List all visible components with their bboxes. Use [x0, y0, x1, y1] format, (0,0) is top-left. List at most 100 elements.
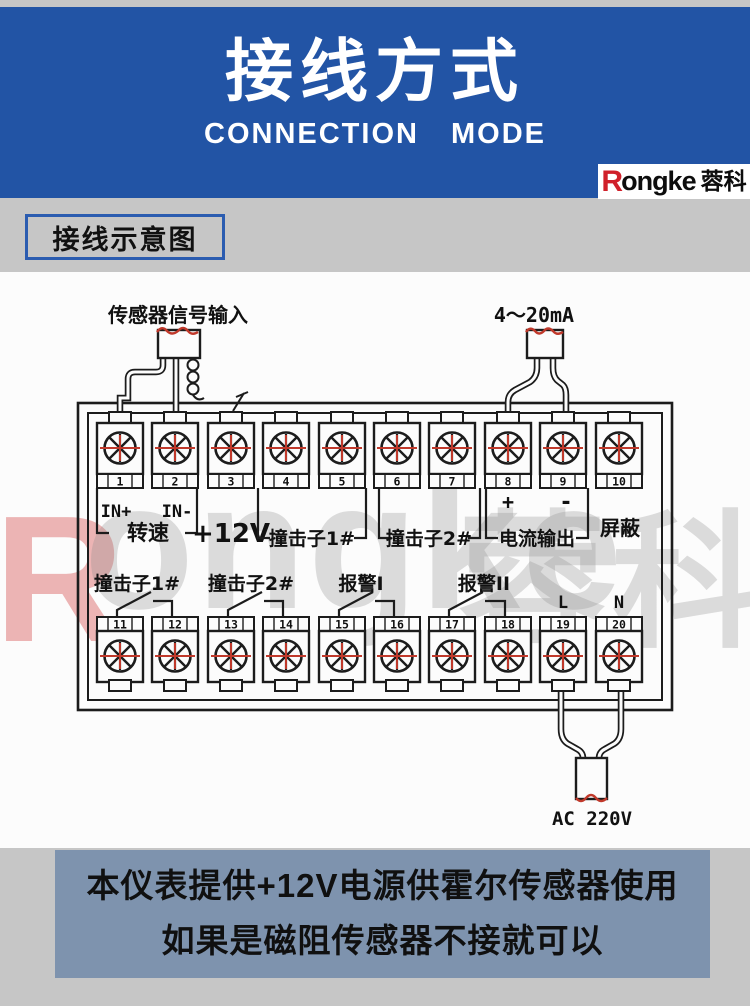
terminal-number: 12	[168, 618, 182, 632]
label-striker2-row1: 撞击子2#	[386, 527, 472, 550]
label-striker1-row1: 撞击子1#	[269, 527, 355, 550]
terminal-tab	[496, 679, 520, 692]
footer-note-line2: 如果是磁阻传感器不接就可以	[161, 922, 604, 960]
terminal-tab	[330, 411, 354, 424]
terminal-number: 14	[279, 618, 293, 632]
diagram-shape	[506, 358, 539, 413]
relay-contact-icon	[447, 591, 484, 616]
shield-twist-icon	[186, 382, 200, 396]
terminal-tab	[385, 679, 409, 692]
footer-note: 本仪表提供+12V电源供霍尔传感器使用 如果是磁阻传感器不接就可以	[55, 850, 710, 978]
terminal-number: 5	[339, 475, 346, 489]
label-current-plus: +	[502, 490, 514, 514]
label-striker2-row2: 撞击子2#	[208, 572, 294, 595]
instrument-inner-border	[87, 412, 663, 701]
relay-contact-icon	[153, 599, 174, 616]
terminal-number: 1	[117, 475, 124, 489]
terminal-number: 7	[449, 475, 456, 489]
diagram-shape	[551, 358, 568, 413]
terminal-tab	[108, 679, 132, 692]
terminal-number: 19	[556, 618, 570, 632]
page-subtitle: CONNECTION MODE	[204, 118, 546, 151]
shield-twist-tail	[192, 394, 205, 401]
label-neutral: N	[614, 593, 624, 613]
group-bracket	[185, 488, 199, 535]
terminal-number: 16	[390, 618, 404, 632]
label-4-20ma: 4～20mA	[494, 303, 574, 327]
terminal-number: 15	[335, 618, 349, 632]
label-shield: 屏蔽	[600, 516, 641, 540]
terminal-number: 10	[612, 475, 626, 489]
label-alarm1: 报警I	[338, 572, 383, 595]
terminal-number: 18	[501, 618, 515, 632]
group-bracket	[354, 488, 368, 540]
sensor-connector-red-edge	[156, 326, 199, 335]
brand-logo: R ongke 蓉科	[598, 164, 750, 199]
brand-logo-chinese: 蓉科	[700, 168, 747, 194]
terminal-tab	[385, 411, 409, 424]
footer-note-line1: 本仪表提供+12V电源供霍尔传感器使用	[86, 867, 679, 905]
label-alarm2: 报警II	[458, 572, 510, 595]
label-current-output: 电流输出	[499, 527, 575, 550]
terminal-tab	[219, 411, 243, 424]
terminal-number: 8	[505, 475, 512, 489]
terminal-number: 4	[283, 475, 290, 489]
label-sensor-input: 传感器信号输入	[107, 303, 248, 327]
terminal-tab	[440, 679, 464, 692]
brand-logo-name: ongke	[621, 166, 697, 196]
relay-contact-icon	[226, 591, 263, 616]
group-bracket	[256, 488, 270, 540]
terminal-tab	[496, 411, 520, 424]
shield-twist-icon	[186, 358, 200, 372]
header-banner: 接线方式 CONNECTION MODE	[0, 7, 750, 198]
terminal-number: 13	[224, 618, 238, 632]
terminal-tab	[108, 411, 132, 424]
label-ac-220v: AC 220V	[552, 808, 632, 830]
brand-logo-mark-icon: R	[601, 164, 623, 198]
diagram-shape	[559, 691, 585, 759]
terminal-tab	[274, 679, 298, 692]
diagram-shape	[118, 358, 165, 413]
terminal3-stub	[232, 392, 245, 412]
terminal-number: 20	[612, 618, 626, 632]
terminal-number: 11	[113, 618, 127, 632]
relay-contact-icon	[485, 599, 507, 616]
label-current-minus: -	[559, 490, 572, 515]
ac-plug	[574, 756, 609, 801]
terminal-tab	[330, 679, 354, 692]
label-striker1-row2: 撞击子1#	[94, 572, 180, 595]
section-label: 接线示意图	[52, 224, 198, 255]
terminal-tab	[607, 411, 631, 424]
terminal3-stub	[235, 391, 249, 398]
label-in-plus: IN+	[101, 502, 132, 522]
relay-contact-icon	[115, 591, 152, 616]
label-in-minus: IN-	[162, 502, 193, 522]
terminal-tab	[440, 411, 464, 424]
terminal-tab	[274, 411, 298, 424]
page-title: 接线方式	[224, 34, 525, 110]
shield-twist-icon	[186, 370, 200, 384]
ac-plug-red-edge	[575, 793, 608, 803]
terminal-tab	[163, 679, 187, 692]
terminal-tab	[551, 679, 575, 692]
current-loop-red-edge	[525, 327, 564, 335]
ac-wire-line	[557, 691, 587, 759]
terminal-tab	[607, 679, 631, 692]
instrument-outer-border	[76, 401, 674, 712]
sensor-wire-in-plus	[116, 358, 167, 413]
ac-wire-neutral	[595, 691, 625, 759]
terminal-number: 17	[445, 618, 459, 632]
relay-contact-icon	[375, 599, 396, 616]
label-line: L	[558, 593, 568, 613]
group-bracket	[95, 488, 109, 535]
group-bracket	[377, 488, 391, 540]
diagram-shape	[597, 691, 623, 759]
terminal-number: 2	[172, 475, 179, 489]
relay-contact-icon	[264, 599, 285, 616]
terminal-tab	[163, 411, 187, 424]
terminal-number: 6	[394, 475, 401, 489]
terminal-number: 9	[560, 475, 567, 489]
group-bracket	[576, 488, 590, 540]
